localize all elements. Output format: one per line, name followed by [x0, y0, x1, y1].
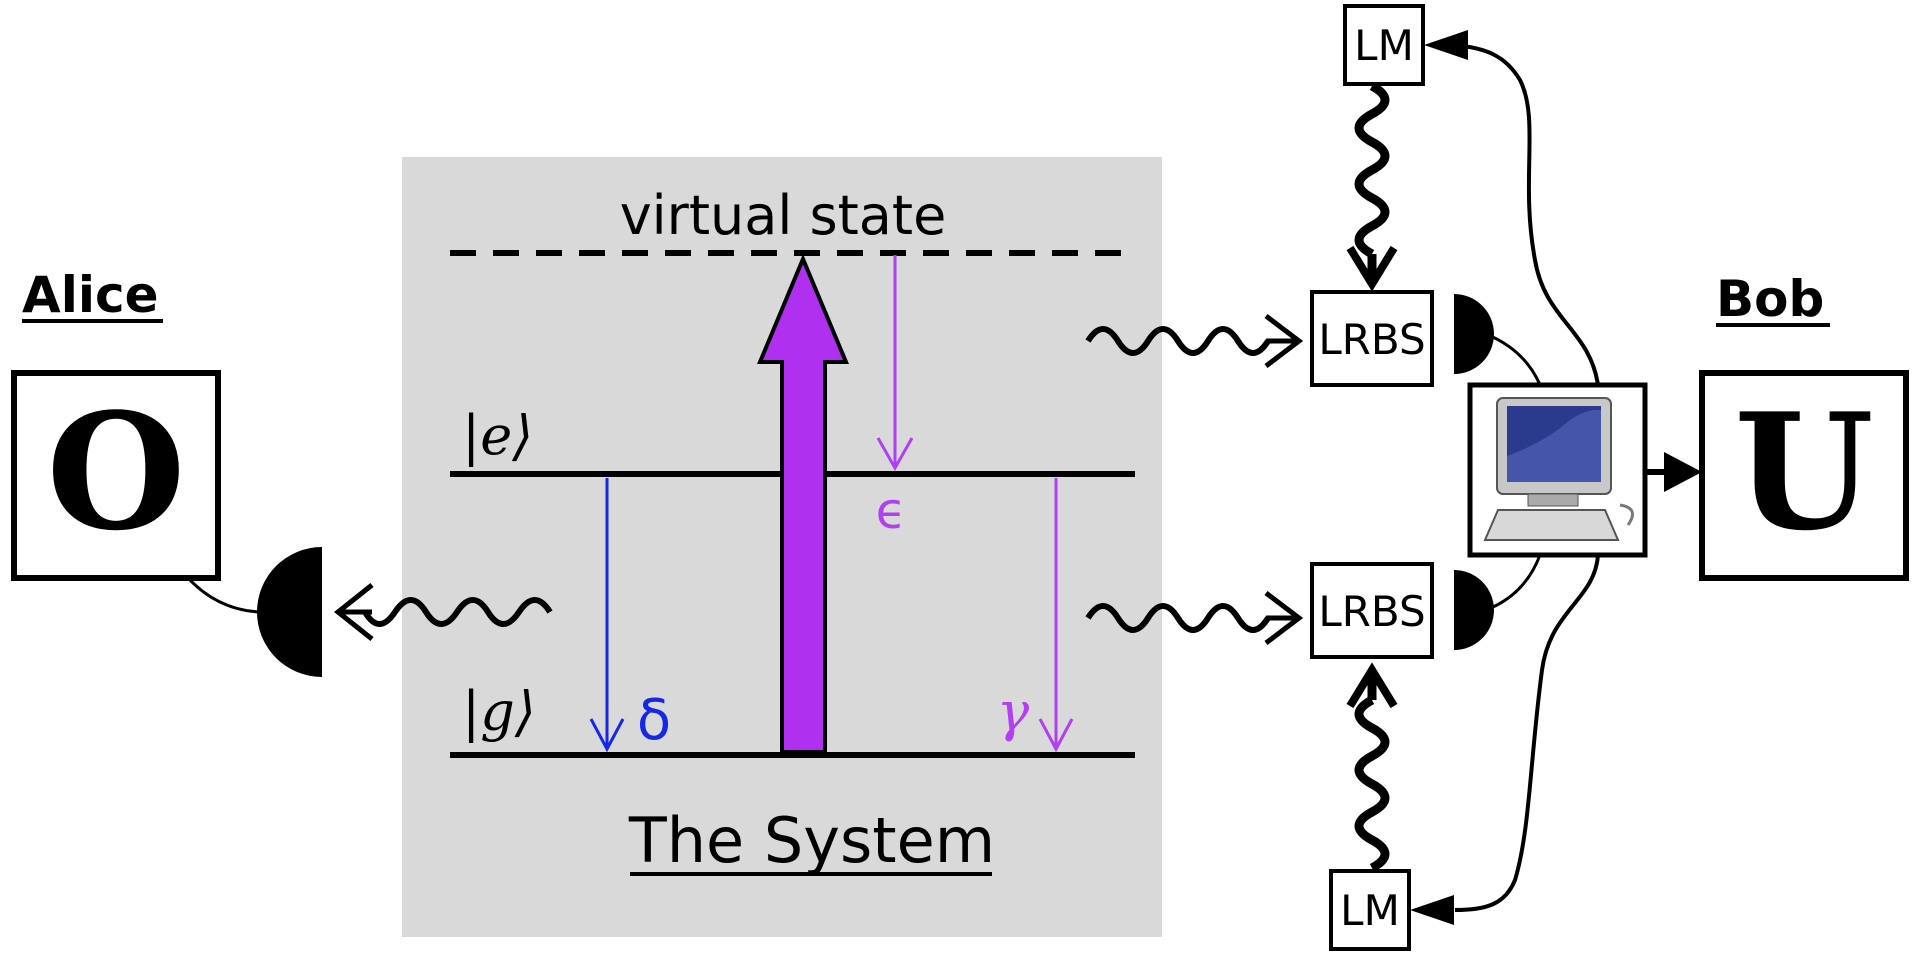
- lrbs-bottom-box: [1310, 562, 1434, 659]
- bob-label: Bob: [1716, 270, 1824, 328]
- lrbs-top-photon-wave: [1085, 314, 1304, 368]
- computer-to-lm-top-feedback: [1454, 43, 1600, 386]
- lrbs-bottom-photon-wave: [1085, 591, 1304, 645]
- lm-top-label: LM: [1354, 21, 1414, 70]
- alice-label: Alice: [22, 266, 159, 324]
- gamma-label: γ: [997, 680, 1030, 743]
- computer-to-bob-arrowhead: [1664, 452, 1702, 492]
- pump-arrow: [756, 253, 850, 754]
- lm-top-box: [1343, 4, 1425, 86]
- alice-observable-letter: O: [46, 378, 185, 566]
- computer-to-lm-top-arrowhead: [1424, 30, 1468, 60]
- lrbs-bottom-detector-cable: [1485, 554, 1542, 612]
- gamma-transition-arrow: [1038, 478, 1074, 753]
- bob-unitary-letter: U: [1734, 378, 1874, 566]
- delta-transition-arrow: [589, 478, 625, 753]
- lrbs-top-detector-cable: [1485, 332, 1542, 386]
- lrbs-top-box: [1310, 290, 1434, 387]
- lm-bottom-box: [1329, 869, 1411, 951]
- delta-label: δ: [637, 688, 671, 753]
- excited-state-label: |e⟩: [462, 404, 533, 467]
- alice-detector: [257, 547, 322, 677]
- lrbs-top-label: LRBS: [1318, 315, 1425, 364]
- lm-bottom-label: LM: [1340, 886, 1400, 935]
- computer-to-lm-bottom-feedback: [1454, 554, 1600, 912]
- alice-photon-wave: [333, 583, 553, 641]
- virtual-state-label: virtual state: [620, 184, 947, 247]
- alice-detector-cable: [186, 576, 261, 614]
- system-title: The System: [628, 804, 995, 877]
- computer-icon: [1483, 397, 1634, 541]
- lm-top-wave-arrow: [1346, 82, 1398, 292]
- bob-unitary-box: [1699, 370, 1909, 581]
- lm-bottom-wave-arrow: [1346, 662, 1398, 872]
- epsilon-transition-arrow: [876, 255, 914, 472]
- computer-to-lm-bottom-arrowhead: [1410, 895, 1454, 925]
- lrbs-bottom-detector: [1454, 570, 1494, 650]
- ground-state-label: |g⟩: [462, 680, 536, 743]
- alice-observable-box: [11, 370, 221, 581]
- lrbs-bottom-label: LRBS: [1318, 587, 1425, 636]
- epsilon-label: ϵ: [876, 482, 907, 540]
- lrbs-top-detector: [1454, 294, 1494, 374]
